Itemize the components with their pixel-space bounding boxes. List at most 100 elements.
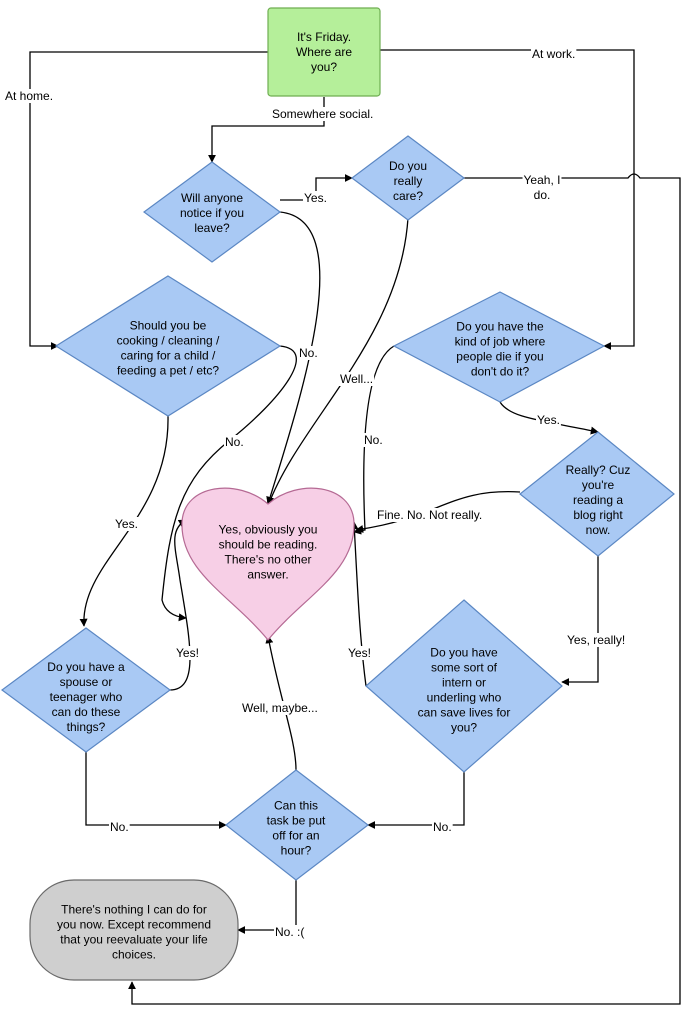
label-intern-yes: Yes! xyxy=(348,646,371,660)
edge-care-to-end xyxy=(128,173,681,1005)
node-text-line: should be reading. xyxy=(219,538,318,552)
label-job-yes: Yes. xyxy=(537,413,560,427)
edge-job-to-really xyxy=(499,401,599,435)
node-text-line: choices. xyxy=(112,948,156,962)
node-text-line: caring for a child / xyxy=(121,349,216,363)
label-cooking-yes: Yes. xyxy=(115,517,138,531)
node-text-line: really xyxy=(394,174,423,188)
edge-intern-to-reading xyxy=(350,521,367,687)
edge-start-to-job xyxy=(380,49,635,350)
edge-labels: At home. At work. Somewhere social. Yes.… xyxy=(4,47,627,939)
edge-label-background xyxy=(363,433,384,447)
label-spouse-no: No. xyxy=(110,820,129,834)
label-somewhere-social: Somewhere social. xyxy=(272,107,373,121)
node-text-line: Can this xyxy=(274,799,318,813)
label-at-work: At work. xyxy=(532,47,575,61)
node-text-line: off for an xyxy=(272,829,319,843)
edge-notice-to-care xyxy=(280,174,353,201)
edge-label-background xyxy=(303,191,328,205)
node-text-line: notice if you xyxy=(180,206,244,220)
edge-really-to-intern xyxy=(561,556,599,686)
node-text-line: you? xyxy=(311,60,337,74)
label-intern-no: No. xyxy=(433,820,452,834)
edge-care-to-reading xyxy=(266,217,409,507)
node-text-line: blog right xyxy=(573,508,623,522)
edge-label-background xyxy=(241,701,319,715)
node-text-line: Do you have xyxy=(430,646,498,660)
edge-intern-to-task xyxy=(367,772,465,829)
node-text-line: reading a xyxy=(573,493,623,507)
edge-label-background xyxy=(274,925,306,939)
edge-label-background xyxy=(347,646,372,660)
edge-label-background xyxy=(114,517,139,531)
decision-cooking xyxy=(54,275,282,417)
edge-cooking-to-reading xyxy=(161,345,297,622)
edge-label-background xyxy=(271,107,375,121)
node-text-line: Really? Cuz xyxy=(566,463,631,477)
edge-spouse-to-reading xyxy=(169,519,191,691)
node-text-line: some sort of xyxy=(431,661,498,675)
node-text-line: There's no other xyxy=(224,553,311,567)
node-text-line: It's Friday. xyxy=(297,30,351,44)
edge-notice-to-reading xyxy=(266,211,321,505)
node-text-line: kind of job where xyxy=(455,335,546,349)
edge-label-line: do. xyxy=(534,188,551,202)
node-text-line: people die if you xyxy=(456,350,543,364)
node-text-line: Should you be xyxy=(130,319,207,333)
node-text-line: that you reevaluate your life xyxy=(60,933,208,947)
node-text-line: can do these xyxy=(52,705,121,719)
node-text-line: care? xyxy=(393,189,423,203)
decision-task xyxy=(225,769,369,881)
node-text-line: now. xyxy=(586,523,611,537)
label-fine-no: Fine. No. Not really. xyxy=(377,508,482,522)
node-text-line: Where are xyxy=(296,45,352,59)
node-text-line: Do you have the xyxy=(456,320,544,334)
decision-really xyxy=(519,431,675,557)
edge-label-background xyxy=(175,646,200,660)
node-text-line: task be put xyxy=(267,814,326,828)
decision-spouse xyxy=(0,627,172,753)
label-yes-really: Yes, really! xyxy=(567,633,625,647)
edge-task-to-end xyxy=(237,880,297,934)
node-text-line: you? xyxy=(451,721,477,735)
edge-label-background xyxy=(432,820,453,834)
edge-start-to-cooking xyxy=(29,51,268,350)
node-text-line: teenager who xyxy=(50,690,123,704)
node-text-line: Do you have a xyxy=(47,660,125,674)
edge-label-background xyxy=(4,89,55,103)
edge-cooking-to-spouse xyxy=(79,415,169,627)
decision-intern xyxy=(365,599,563,773)
edge-task-to-reading xyxy=(265,635,297,771)
node-text-line: things? xyxy=(67,720,106,734)
node-text-line: feeding a pet / etc? xyxy=(117,364,219,378)
label-at-home: At home. xyxy=(5,89,53,103)
label-notice-no: No. xyxy=(299,346,318,360)
edge-label-background xyxy=(298,346,319,360)
edge-really-to-reading xyxy=(355,490,521,533)
edge-label-background xyxy=(224,435,245,449)
edge-label-background xyxy=(522,173,562,202)
label-job-no: No. xyxy=(364,433,383,447)
node-text-line: intern or xyxy=(442,676,486,690)
edge-spouse-to-task xyxy=(85,752,227,829)
node-text-line: spouse or xyxy=(60,675,113,689)
node-text-line: answer. xyxy=(247,568,288,582)
node-text-line: underling who xyxy=(427,691,502,705)
edge-label-background xyxy=(566,633,627,647)
label-well: Well... xyxy=(340,372,373,386)
label-task-no: No. :( xyxy=(275,925,304,939)
edge-label-background xyxy=(531,47,577,61)
node-text-line: Yes, obviously you xyxy=(219,523,318,537)
edge-label-background xyxy=(339,372,375,386)
label-well-maybe: Well, maybe... xyxy=(242,701,318,715)
